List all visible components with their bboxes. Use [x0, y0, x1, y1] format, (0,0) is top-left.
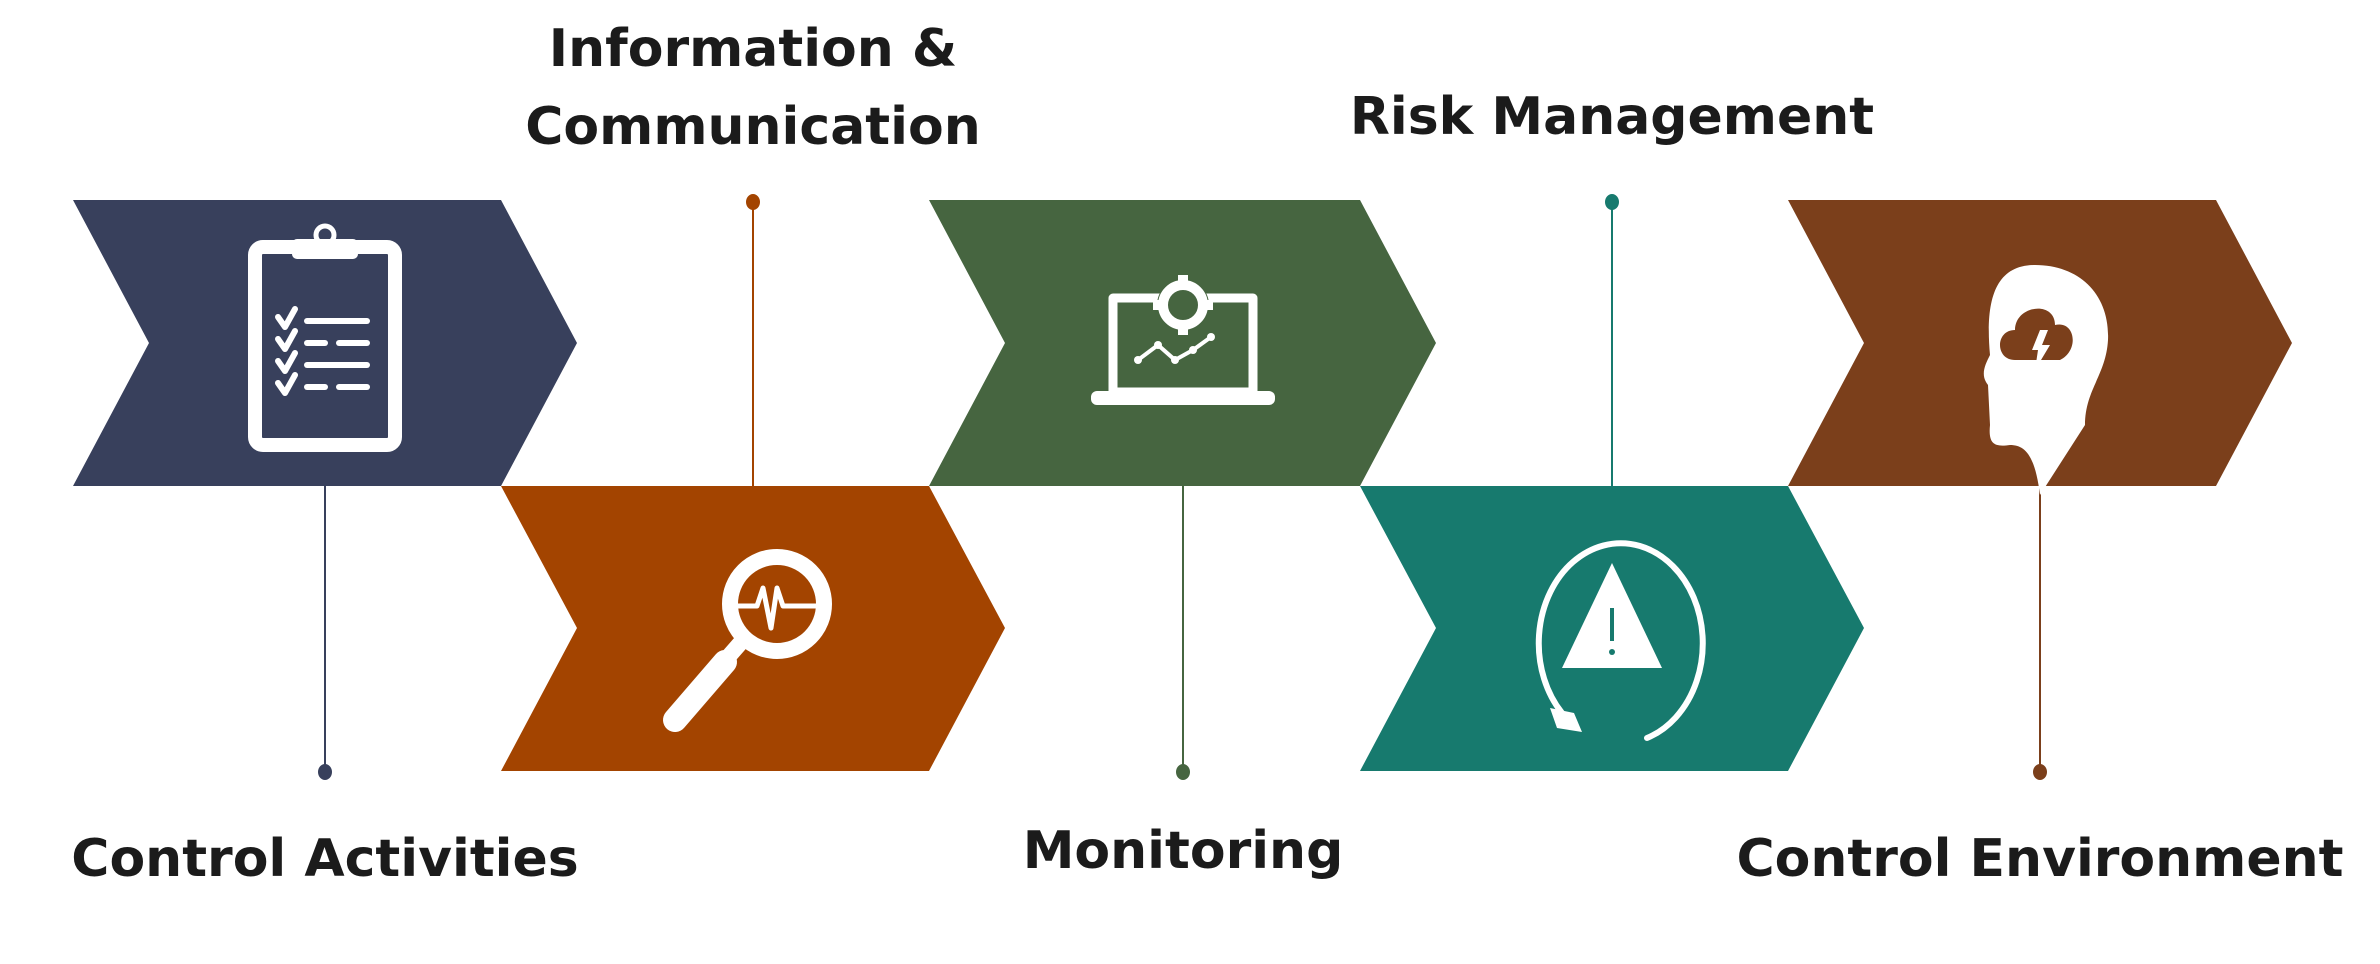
connector-information-communication: [746, 194, 760, 486]
chevron-monitoring: [929, 200, 1436, 486]
warning-cycle-icon: [1535, 540, 1706, 741]
connector-control-environment: [2033, 486, 2047, 780]
head-storm-icon: [1983, 265, 2109, 495]
connector-risk-management: [1605, 194, 1619, 486]
magnifier-pulse-icon: [663, 549, 832, 732]
connector-control-activities: [318, 486, 332, 780]
label-monitoring: Monitoring: [1023, 821, 1344, 881]
chevron-information-communication: [501, 486, 1005, 771]
laptop-gear-chart-icon: [1091, 275, 1275, 405]
label-control-activities: Control Activities: [71, 829, 578, 889]
label-control-environment: Control Environment: [1736, 829, 2343, 889]
connector-monitoring: [1176, 486, 1190, 780]
label-information-line1: Information &: [549, 19, 958, 79]
label-information-line2: Communication: [525, 97, 980, 157]
clipboard-checklist-icon: [248, 223, 402, 452]
label-risk-management: Risk Management: [1350, 87, 1874, 147]
